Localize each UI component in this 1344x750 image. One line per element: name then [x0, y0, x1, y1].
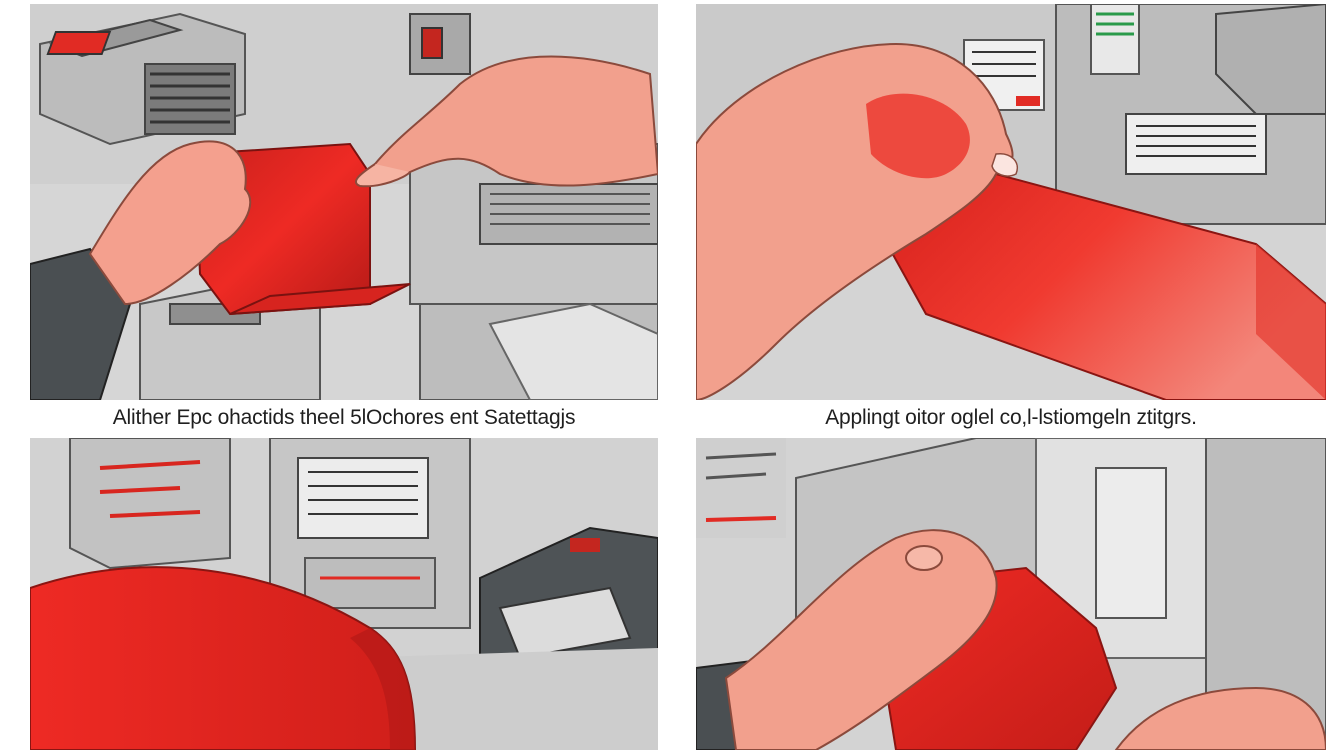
caption-top-left: Alither Epc ohactids theel 5lOchores ent… — [112, 406, 576, 429]
panel-bottom-right-artwork — [696, 438, 1326, 750]
illustration-panel-top-left — [30, 4, 658, 400]
panel-top-right-artwork — [696, 4, 1326, 400]
panel-bottom-left-artwork — [30, 438, 658, 750]
illustration-panel-bottom-right — [696, 438, 1326, 750]
illustration-panel-top-right — [696, 4, 1326, 400]
caption-top-right: Applingt oitor oglel co,l-lstiomgeln zti… — [825, 406, 1197, 429]
panel-top-left-artwork — [30, 4, 658, 400]
illustration-panel-bottom-left — [30, 438, 658, 750]
